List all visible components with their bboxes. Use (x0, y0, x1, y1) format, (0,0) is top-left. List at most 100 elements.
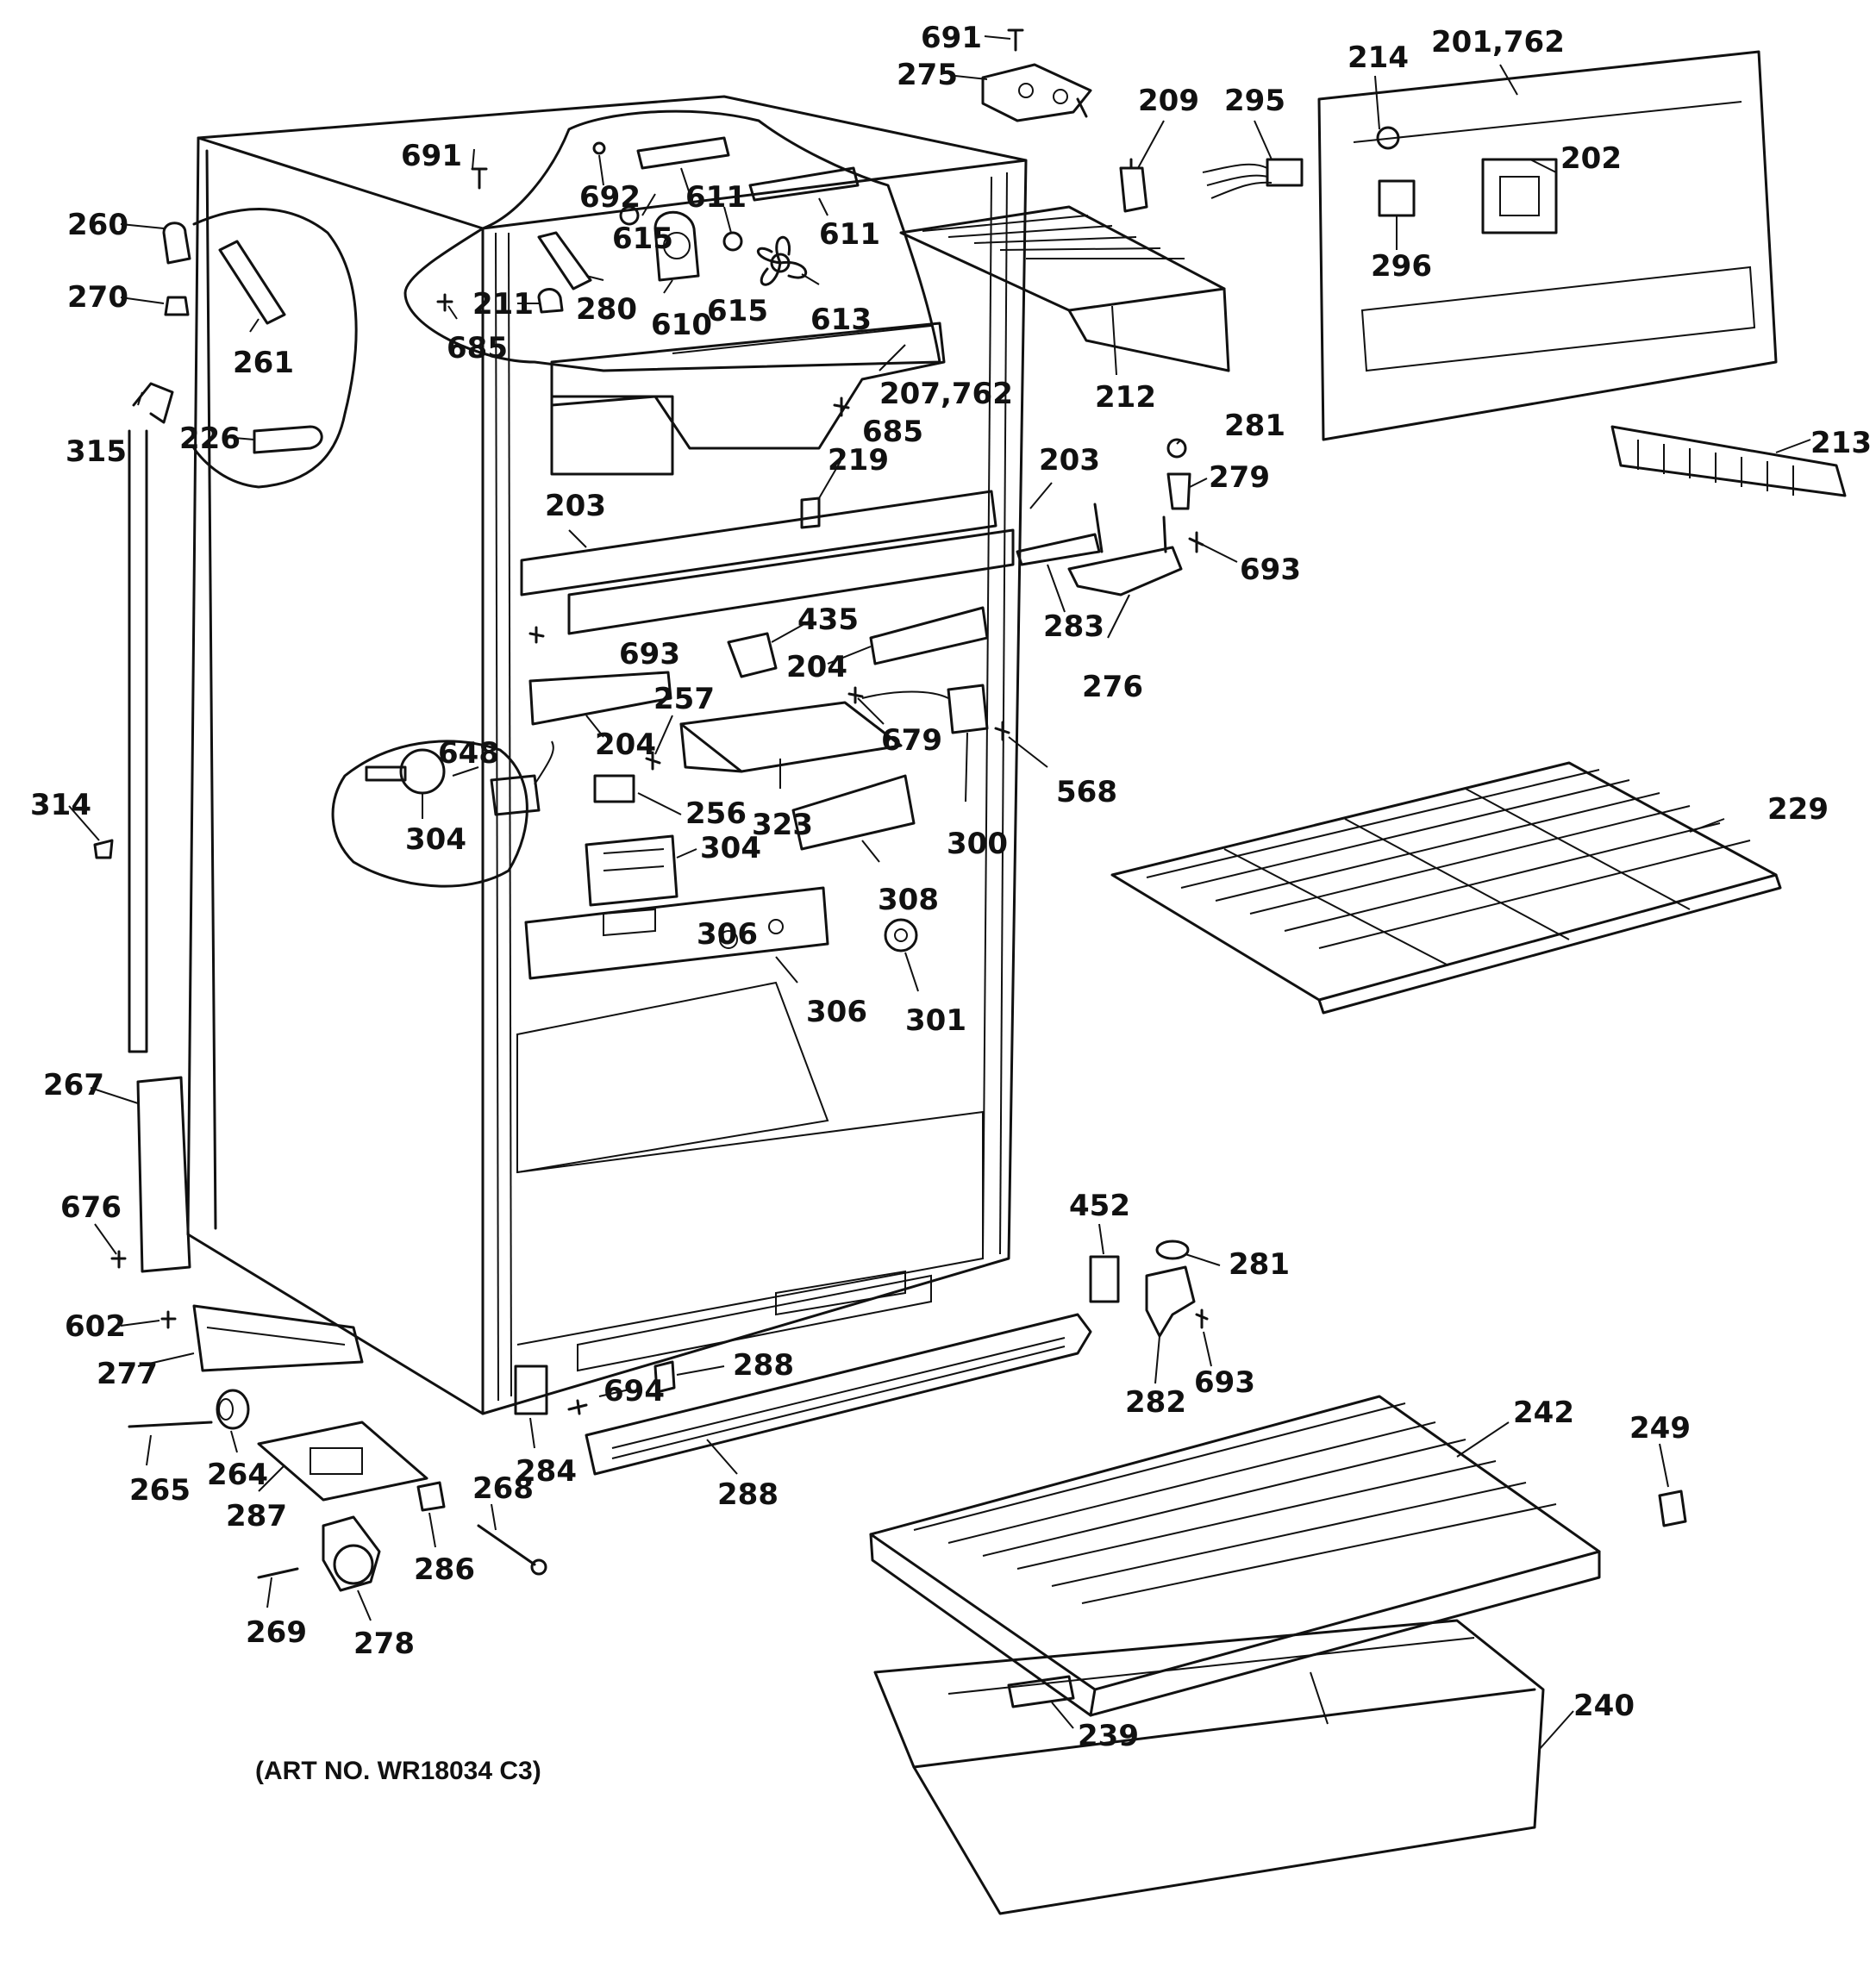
timer-648 (490, 740, 554, 816)
clip-249 (1658, 1490, 1687, 1527)
cutaway-outline-mid (331, 740, 528, 888)
callout-267: 267 (43, 1068, 104, 1102)
callout-693-top: 693 (1240, 553, 1301, 587)
thermostat-219 (800, 496, 821, 529)
callout-261: 261 (233, 346, 294, 380)
grille-288 (585, 1313, 1092, 1476)
callout-284: 284 (516, 1454, 577, 1489)
bracket-308 (791, 774, 916, 851)
mounting-plate-287 (257, 1421, 428, 1502)
axle-265 (128, 1421, 213, 1428)
callout-685-right: 685 (862, 415, 923, 449)
callout-694: 694 (603, 1374, 665, 1408)
divider-203 (520, 490, 1015, 635)
control-housing-323 (679, 701, 903, 773)
callout-692: 692 (579, 180, 641, 215)
callout-211: 211 (472, 287, 534, 322)
grommet-615-b (722, 231, 743, 252)
callout-611-a: 611 (685, 180, 747, 215)
callout-278: 278 (353, 1627, 415, 1661)
callout-219: 219 (828, 443, 889, 478)
socket-209 (1119, 158, 1148, 213)
callout-452: 452 (1069, 1189, 1130, 1223)
callout-270: 270 (67, 280, 128, 315)
callout-207-762: 207,762 (879, 377, 1013, 411)
screw-602 (160, 1310, 177, 1329)
callout-249: 249 (1629, 1411, 1691, 1446)
switch-256 (593, 774, 635, 803)
control-panel-201 (1317, 50, 1778, 441)
callout-257: 257 (653, 682, 715, 716)
callout-304-left: 304 (405, 822, 466, 857)
callout-693-mid: 693 (619, 637, 680, 671)
callout-labels: 691 275 209 295 214 201,762 202 296 691 … (30, 21, 1872, 1753)
wire-harness-295 (1202, 158, 1304, 199)
callout-648: 648 (438, 736, 499, 771)
cutaway-outline-top (403, 109, 941, 372)
housing-306 (524, 886, 829, 980)
tube-226 (253, 425, 323, 454)
bracket-611-b (748, 166, 860, 202)
screw-685-right (833, 397, 850, 417)
screw-692 (592, 141, 606, 155)
hinge-276 (1067, 515, 1183, 596)
screw-568 (994, 721, 1010, 741)
wire-shelf-229 (1110, 761, 1782, 1015)
bracket-277 (192, 1304, 364, 1372)
callout-268: 268 (472, 1471, 534, 1506)
callout-287: 287 (226, 1499, 287, 1533)
callout-212: 212 (1095, 380, 1156, 415)
callout-295: 295 (1224, 84, 1285, 118)
callout-676: 676 (60, 1190, 122, 1225)
callout-280: 280 (576, 292, 637, 327)
tube-261 (218, 240, 286, 325)
callout-201-762: 201,762 (1431, 25, 1565, 59)
callout-282: 282 (1125, 1385, 1186, 1420)
hinge-283 (1016, 503, 1104, 566)
callout-279: 279 (1209, 460, 1270, 495)
callout-615-b: 615 (707, 294, 768, 328)
callout-202: 202 (1560, 141, 1622, 176)
callout-240: 240 (1573, 1689, 1635, 1723)
panel-267 (136, 1076, 191, 1273)
callout-611-b: 611 (819, 217, 880, 252)
bulb-211 (537, 288, 564, 314)
callout-301: 301 (905, 1003, 966, 1038)
callout-203-left: 203 (545, 489, 606, 523)
wire-shelf-212 (899, 205, 1230, 372)
callout-435: 435 (797, 603, 859, 637)
callout-314: 314 (30, 788, 91, 822)
hinge-pin-279 (1166, 472, 1191, 510)
cutaway-outline-left (192, 208, 358, 489)
elbow-260 (162, 222, 191, 265)
crisper-drawer-240 (873, 1619, 1545, 1915)
ice-tray-213 (1610, 425, 1847, 497)
knob-301 (884, 918, 918, 952)
callout-323: 323 (752, 808, 813, 842)
callout-276: 276 (1082, 670, 1143, 704)
clip-314 (93, 839, 114, 859)
callout-204-right: 204 (786, 650, 847, 684)
callout-260: 260 (67, 208, 128, 242)
callout-226: 226 (179, 422, 241, 456)
spacer-284 (514, 1365, 548, 1415)
screw-693-mid (528, 626, 545, 644)
callout-306-inner: 306 (697, 917, 758, 952)
bracket-204-right (869, 606, 989, 665)
callout-256: 256 (685, 796, 747, 831)
callout-281-bottom: 281 (1229, 1247, 1290, 1282)
callout-269: 269 (246, 1615, 307, 1650)
callout-277: 277 (97, 1357, 158, 1391)
cap-270 (164, 296, 190, 316)
spacer-452 (1089, 1255, 1120, 1303)
callout-283: 283 (1043, 609, 1104, 644)
callout-610: 610 (651, 308, 712, 342)
callout-229: 229 (1767, 792, 1829, 827)
screw-694 (567, 1399, 588, 1415)
callout-213: 213 (1810, 426, 1872, 460)
screw-679 (847, 686, 864, 704)
callout-286: 286 (414, 1552, 475, 1587)
callout-613: 613 (810, 303, 872, 337)
screw-691-top (1007, 28, 1024, 52)
cold-control-300 (861, 684, 989, 734)
